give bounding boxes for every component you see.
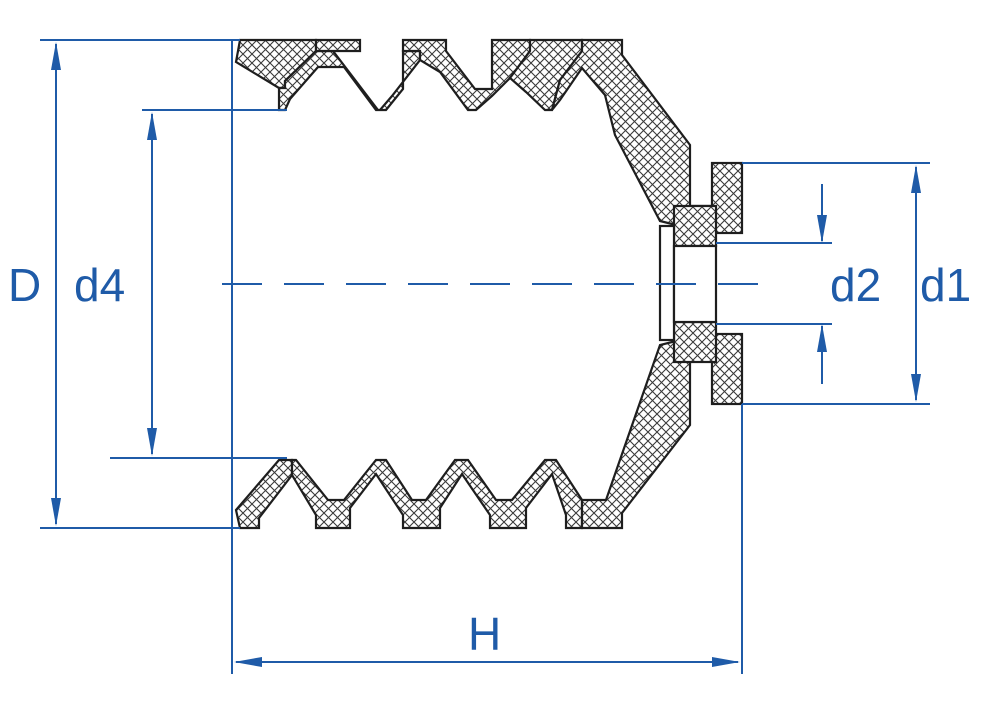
upper-bellows-section (234, 38, 742, 228)
dim-arrow-d-bottom (51, 498, 61, 526)
dim-arrow-d4-bottom (147, 428, 157, 456)
dim-arrow-d2-top (817, 215, 827, 243)
connector-collar (658, 161, 744, 406)
dim-arrow-d4-top (147, 112, 157, 140)
dimension-h: H (234, 608, 740, 667)
dim-arrow-d1-top (911, 165, 921, 193)
dim-arrow-d1-bottom (911, 374, 921, 402)
collar-upper-neck (672, 204, 718, 248)
lower-bellows-section (234, 338, 742, 530)
dim-arrow-d2-bottom (817, 324, 827, 352)
dim-arrow-h-right (712, 657, 740, 667)
upper-shoulder (550, 38, 742, 228)
collar-lower-neck (672, 320, 718, 364)
dim-label-h: H (468, 608, 501, 660)
dim-label-d: D (8, 259, 41, 311)
upper-bellows-fold-3 (314, 38, 362, 53)
dim-arrow-h-left (234, 657, 262, 667)
dimension-d4: d4 (74, 112, 157, 456)
dim-arrow-d-top (51, 42, 61, 70)
extension-lines (40, 39, 930, 674)
dimension-d: D (8, 42, 61, 526)
lower-bellows-fold-1 (290, 458, 584, 530)
dimension-d1: d1 (911, 165, 971, 402)
lower-bellows-wall (234, 458, 294, 530)
dim-label-d2: d2 (830, 259, 881, 311)
dimension-d2: d2 (817, 184, 881, 384)
dim-label-d1: d1 (920, 259, 971, 311)
dim-label-d4: d4 (74, 259, 125, 311)
